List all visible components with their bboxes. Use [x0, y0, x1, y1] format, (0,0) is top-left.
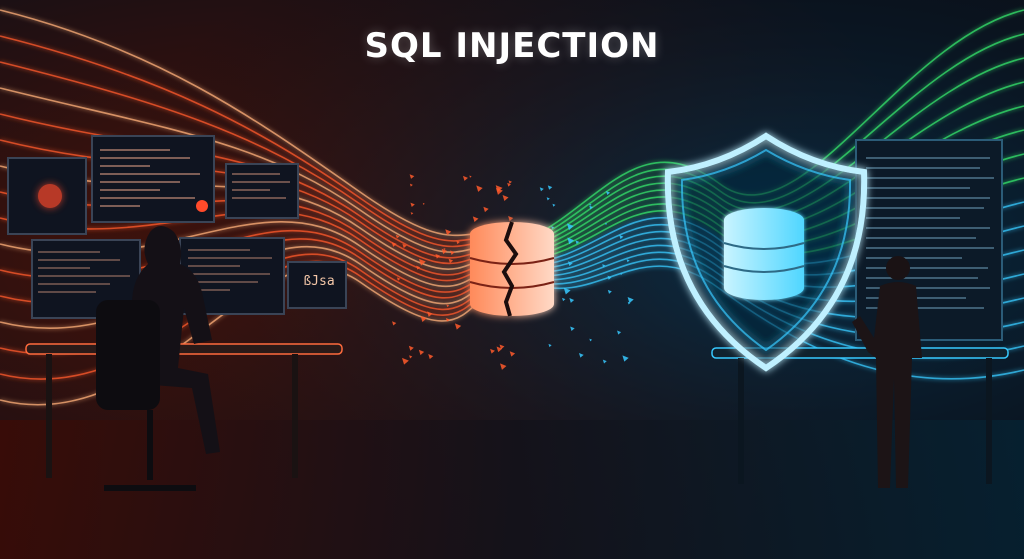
- page-title: SQL INJECTION: [364, 26, 660, 66]
- shard: [551, 226, 555, 230]
- shard: [622, 355, 629, 362]
- shard: [409, 174, 415, 179]
- shard: [602, 264, 606, 268]
- shard: [446, 304, 450, 308]
- shard: [391, 241, 397, 247]
- shard: [416, 265, 421, 270]
- shard: [569, 298, 575, 303]
- shard: [418, 258, 426, 266]
- shard: [509, 351, 516, 357]
- database-icon: [723, 208, 805, 300]
- shard: [570, 326, 575, 331]
- shard: [627, 301, 631, 305]
- shard: [476, 185, 483, 192]
- shard: [410, 212, 414, 215]
- shard: [567, 261, 573, 267]
- shard: [454, 323, 462, 330]
- cracked-database-icon: [469, 221, 555, 317]
- shard: [619, 234, 624, 240]
- monitor: [7, 157, 87, 235]
- shard: [605, 222, 608, 226]
- shard: [469, 175, 472, 178]
- shard: [552, 203, 556, 207]
- shard: [445, 229, 452, 236]
- shard: [422, 202, 425, 205]
- shard: [607, 275, 612, 280]
- shard: [409, 355, 413, 359]
- attack-stream: [0, 211, 501, 282]
- shard: [428, 354, 434, 360]
- shard: [626, 259, 630, 263]
- hacker-figure: [96, 226, 220, 491]
- shard: [441, 248, 448, 255]
- shard: [602, 359, 607, 364]
- shard: [472, 216, 479, 223]
- shard: [500, 363, 507, 370]
- shard: [490, 348, 495, 354]
- monitor-label: ßJsa: [303, 274, 335, 289]
- shard: [546, 197, 550, 201]
- shard: [606, 190, 611, 195]
- shard: [575, 240, 580, 245]
- shard: [508, 180, 512, 184]
- shard: [548, 343, 552, 348]
- shard: [408, 345, 414, 351]
- hacker-desk: [25, 343, 343, 355]
- shard: [410, 202, 415, 208]
- shard: [578, 352, 584, 358]
- shard: [562, 297, 566, 302]
- hacker-workstation: [7, 135, 347, 491]
- shard: [420, 315, 427, 322]
- shard: [418, 349, 425, 356]
- shard: [508, 215, 514, 222]
- monitor: [287, 261, 347, 309]
- shard: [563, 287, 571, 295]
- shard: [589, 203, 592, 206]
- attack-stream: [0, 35, 501, 242]
- shard: [627, 297, 634, 304]
- shard: [496, 346, 503, 353]
- shard: [435, 253, 441, 259]
- shard: [483, 206, 489, 213]
- shard: [567, 237, 574, 245]
- shard: [450, 250, 455, 255]
- shard: [448, 258, 454, 264]
- shard: [566, 223, 574, 231]
- defender-figure: [852, 256, 922, 488]
- shard: [620, 272, 623, 276]
- shard: [495, 185, 503, 192]
- shard: [589, 338, 593, 342]
- shard: [402, 243, 407, 249]
- attack-stream: [0, 87, 501, 253]
- shard: [547, 185, 553, 190]
- shard: [395, 234, 400, 239]
- shard: [462, 175, 468, 181]
- shard: [409, 183, 413, 187]
- shard: [396, 277, 401, 281]
- attack-stream: [0, 61, 501, 248]
- shard: [443, 248, 446, 251]
- attack-stream: [0, 9, 501, 239]
- shard: [589, 205, 593, 210]
- shard: [456, 240, 460, 245]
- shard: [539, 187, 544, 192]
- shard: [617, 330, 622, 335]
- monitor: [225, 163, 299, 219]
- defender-workstation: [711, 139, 1009, 488]
- shard: [507, 182, 511, 187]
- shard: [445, 317, 450, 322]
- monitor: [91, 135, 215, 223]
- shard: [502, 195, 509, 201]
- shard: [392, 321, 397, 326]
- shard: [427, 311, 433, 317]
- shard: [402, 357, 409, 365]
- shard: [607, 289, 612, 294]
